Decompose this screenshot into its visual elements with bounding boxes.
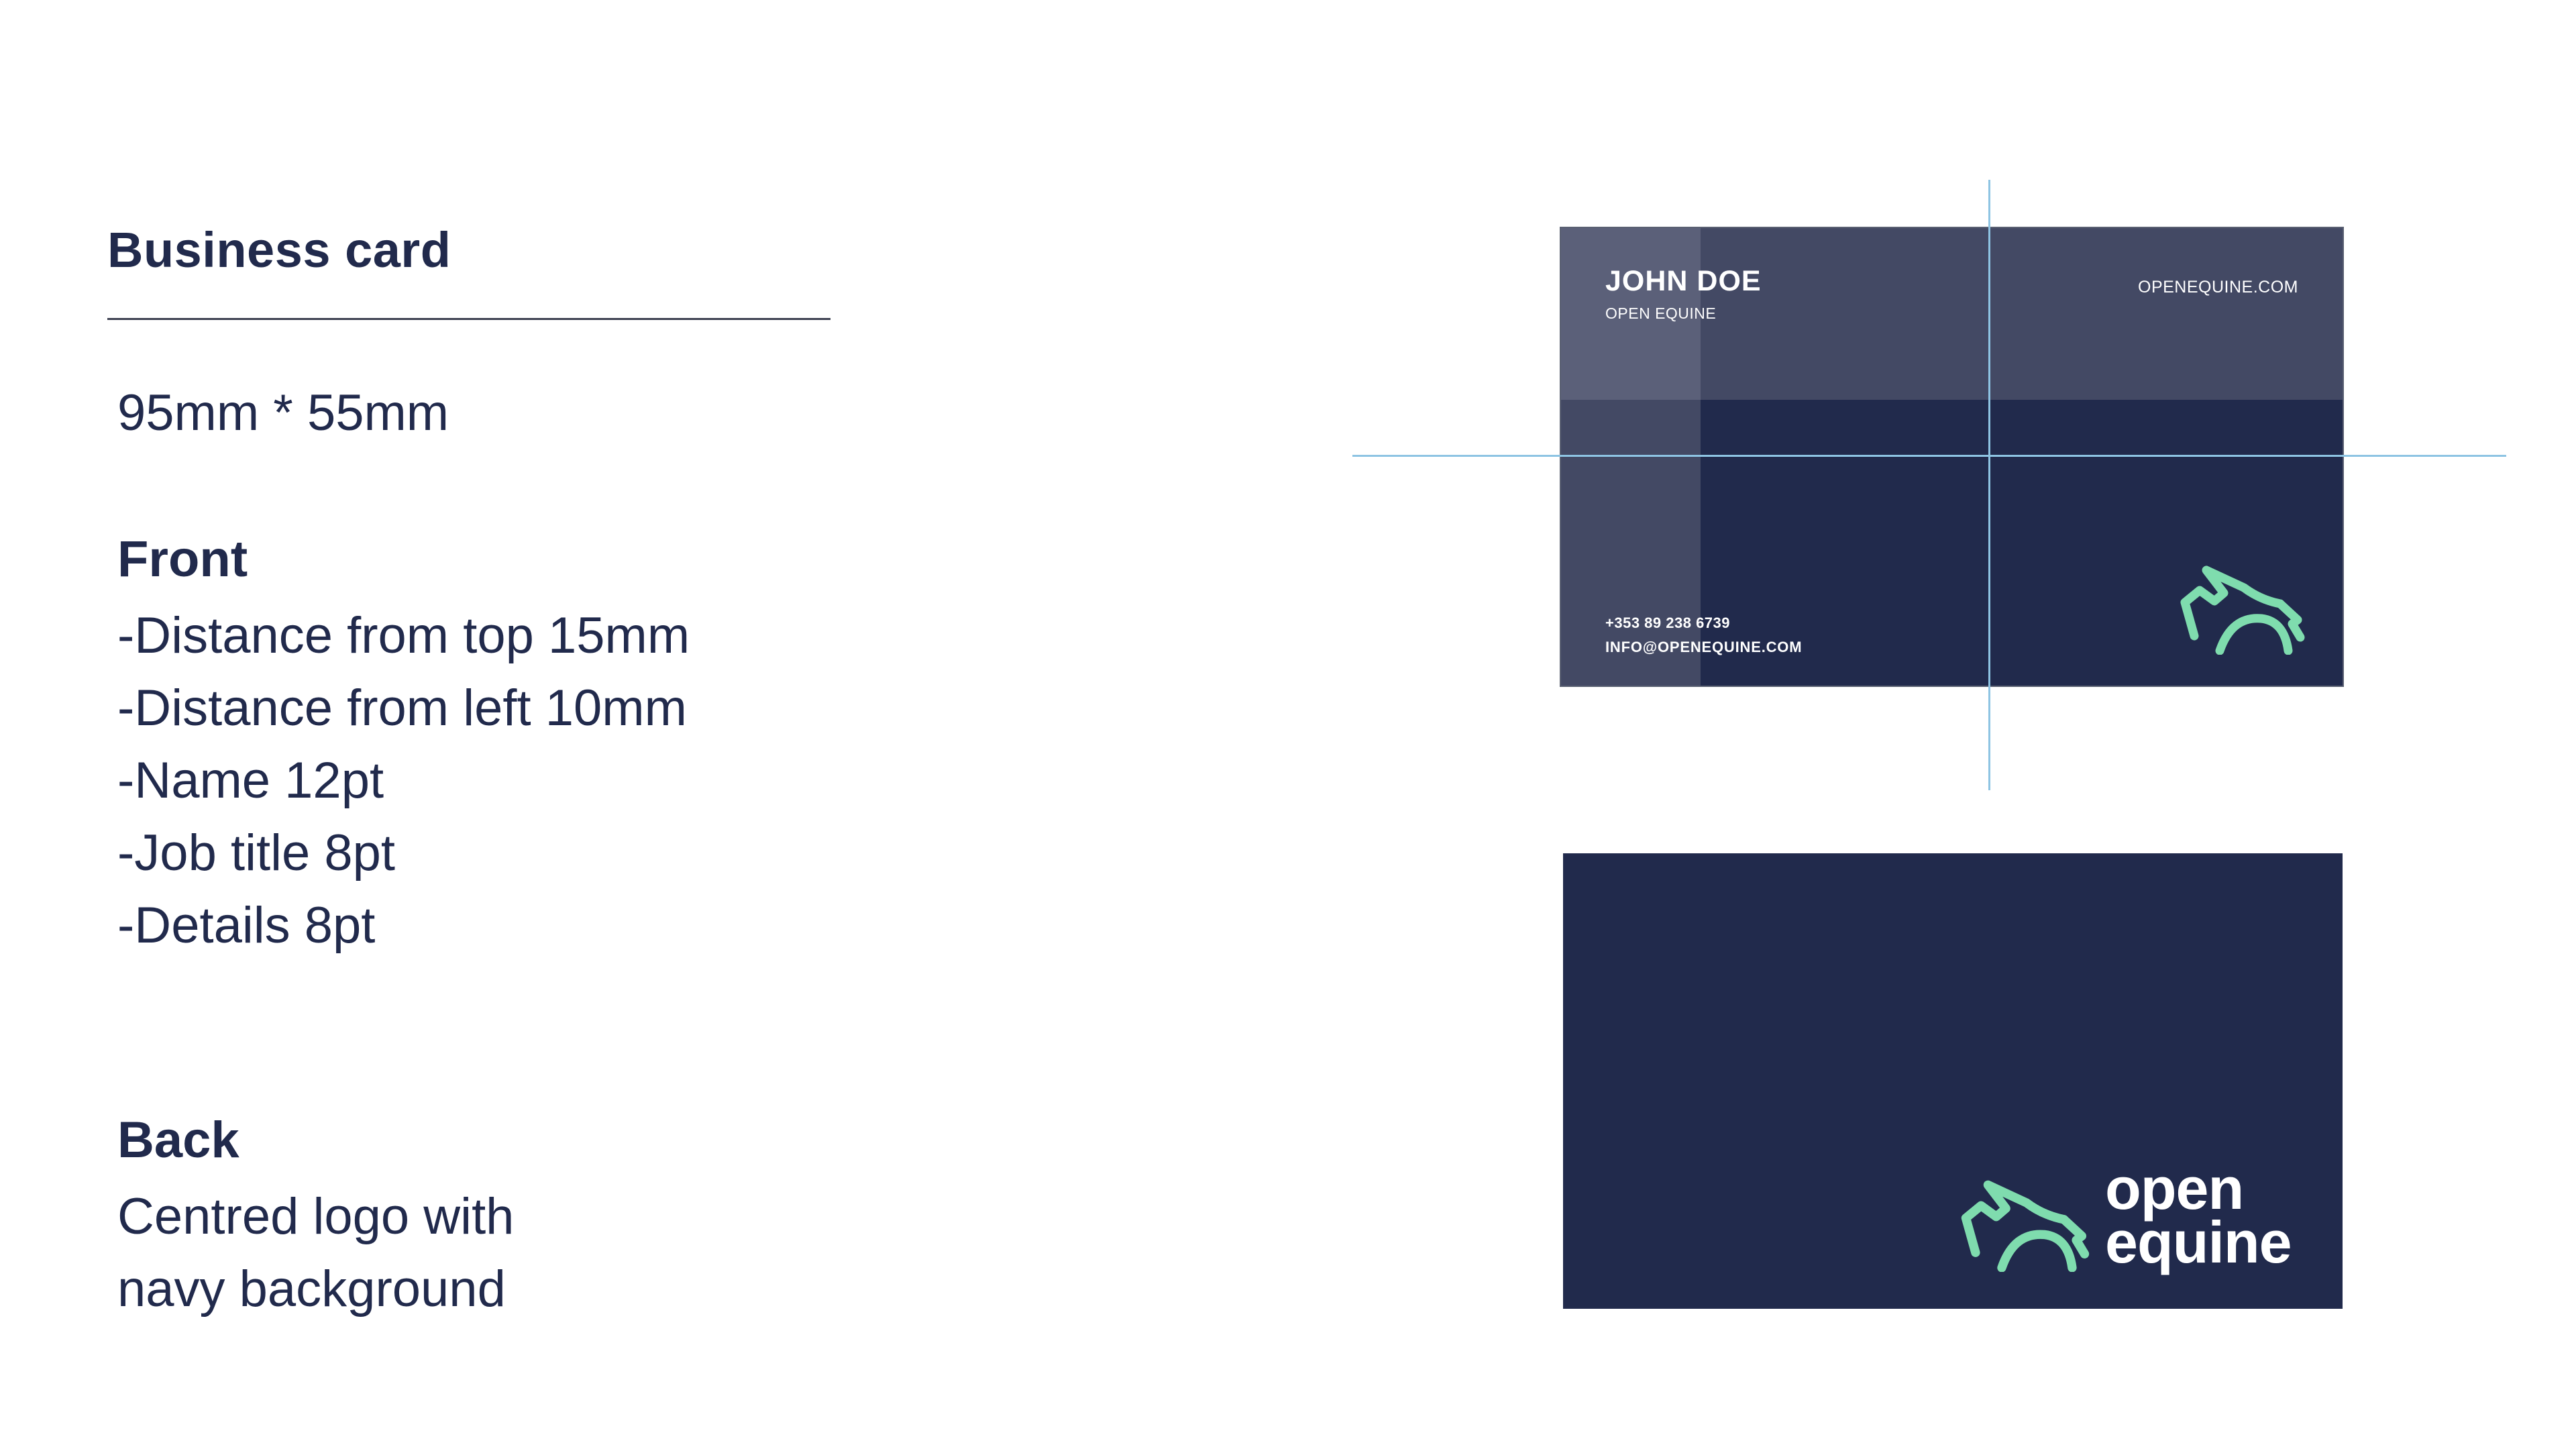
front-spec-item: -Details 8pt	[117, 897, 376, 954]
horse-icon	[2180, 566, 2305, 655]
card-name: JOHN DOE	[1605, 265, 1762, 297]
horizontal-guide-line	[1352, 455, 2506, 457]
logo-word-equine: equine	[2105, 1209, 2292, 1275]
back-heading: Back	[117, 1112, 239, 1169]
card-job-title: OPEN EQUINE	[1605, 305, 1717, 322]
card-dimensions: 95mm * 55mm	[117, 384, 449, 441]
section-title: Business card	[107, 222, 451, 278]
front-spec-item: -Name 12pt	[117, 752, 384, 809]
card-website: OPENEQUINE.COM	[2138, 278, 2298, 297]
logo-wordmark: open equine	[2105, 1155, 2292, 1275]
front-spec-item: -Job title 8pt	[117, 824, 395, 881]
front-spec-list: -Distance from top 15mm -Distance from l…	[117, 600, 690, 962]
logo-word-open: open	[2105, 1155, 2244, 1222]
card-email: INFO@OPENEQUINE.COM	[1605, 639, 1803, 655]
back-spec-text: Centred logo with navy background	[117, 1181, 514, 1326]
title-divider	[107, 318, 830, 320]
horse-icon	[1961, 1180, 2090, 1272]
corner-margin-overlap	[1561, 228, 1701, 400]
back-spec-line: navy background	[117, 1260, 506, 1318]
front-heading: Front	[117, 531, 248, 588]
business-card-back: open equine	[1563, 853, 2343, 1309]
card-phone: +353 89 238 6739	[1605, 614, 1731, 631]
front-spec-item: -Distance from left 10mm	[117, 680, 687, 737]
business-card-front: JOHN DOE OPEN EQUINE OPENEQUINE.COM +353…	[1561, 228, 2343, 686]
vertical-guide-line	[1988, 180, 1990, 790]
front-spec-item: -Distance from top 15mm	[117, 607, 690, 664]
back-spec-line: Centred logo with	[117, 1188, 515, 1245]
